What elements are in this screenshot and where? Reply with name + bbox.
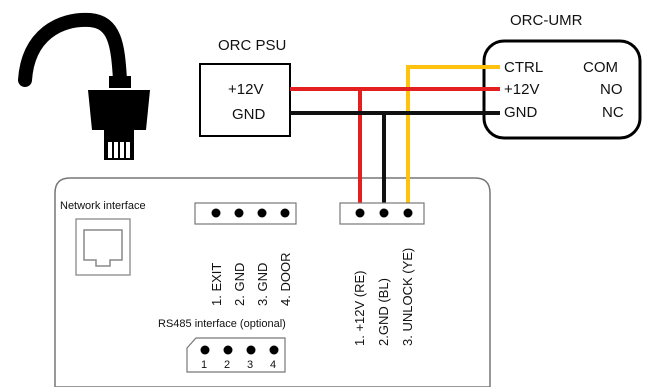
- rs485-pin-1-label: 1: [201, 359, 207, 371]
- umr-com-label: COM: [583, 59, 618, 76]
- psu-box: [199, 63, 291, 137]
- umr-no-label: NO: [600, 81, 623, 98]
- umr-nc-label: NC: [602, 104, 624, 121]
- lock-pin-1-label: 1. +12V (RE): [352, 270, 367, 346]
- psu-gnd-label: GND: [232, 106, 266, 123]
- lock-connector: [339, 202, 425, 225]
- device-enclosure: [54, 177, 491, 387]
- unlock-wire-yellow: [406, 65, 500, 213]
- lock-pin-3-label: 3. UNLOCK (YE): [400, 248, 415, 346]
- psu-title: ORC PSU: [218, 37, 286, 54]
- io-pin-3-label: 3. GND: [255, 263, 270, 306]
- io-pin-2-label: 2. GND: [232, 263, 247, 306]
- umr-gnd-label: GND: [504, 104, 538, 121]
- network-cable-icon: [18, 12, 150, 160]
- io-pin-1-label: 1. EXIT: [209, 263, 224, 306]
- rs485-pin-2-label: 2: [224, 359, 230, 371]
- umr-title: ORC-UMR: [510, 12, 583, 29]
- rs485-label: RS485 interface (optional): [158, 318, 286, 330]
- umr-plus12v-label: +12V: [504, 81, 539, 98]
- wires: [290, 65, 500, 213]
- rs485-pin-3-label: 3: [247, 359, 253, 371]
- io-pin-4-label: 4. DOOR: [278, 253, 293, 306]
- rs485-connector: [186, 337, 286, 373]
- psu-plus12v-label: +12V: [228, 81, 263, 98]
- rs485-pin-4-label: 4: [270, 359, 276, 371]
- lock-pin-2-label: 2.GND (BL): [376, 278, 391, 346]
- rj45-port-icon: [75, 218, 131, 276]
- network-interface-label: Network interface: [60, 200, 146, 212]
- umr-ctrl-label: CTRL: [504, 59, 543, 76]
- io-connector: [194, 202, 297, 225]
